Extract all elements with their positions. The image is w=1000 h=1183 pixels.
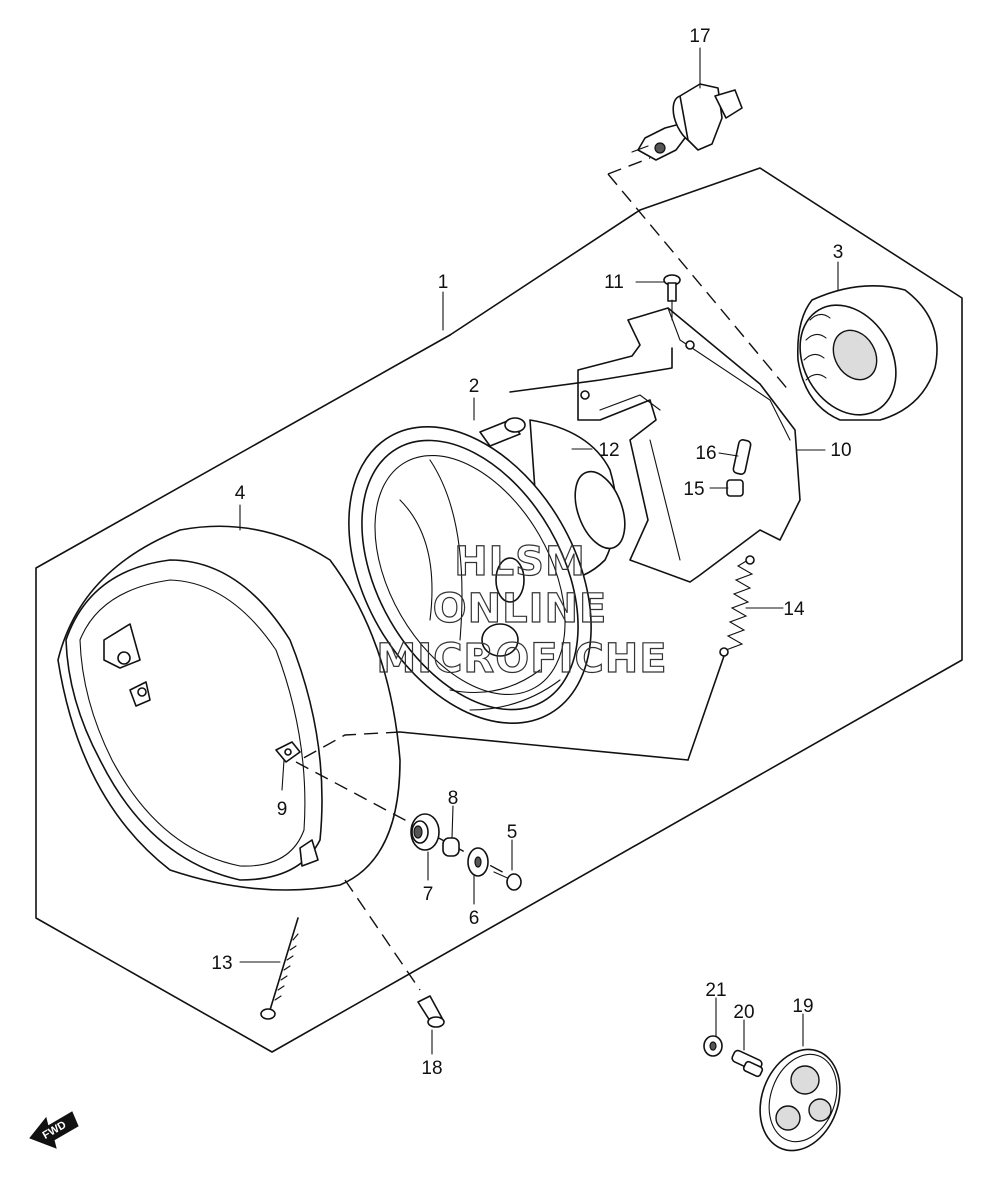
callouts: 17 1 3 11 2 12 10 16 15 4 14 9 8 5 7 6 1… xyxy=(211,26,851,1079)
screw-18-dash xyxy=(344,879,421,991)
long-screw[interactable] xyxy=(260,917,299,1020)
bulb-socket-dash xyxy=(607,173,791,393)
callout-14: 14 xyxy=(783,599,805,620)
callout-1: 1 xyxy=(438,272,449,293)
callout-5: 5 xyxy=(507,822,518,843)
watermark-line-3: MICROFICHE xyxy=(376,636,667,682)
leader-lines xyxy=(239,47,839,1055)
callout-11: 11 xyxy=(604,272,624,293)
assembly-frame xyxy=(35,167,963,1053)
callout-15: 15 xyxy=(683,479,704,500)
mount-screw[interactable] xyxy=(417,995,445,1028)
collar[interactable] xyxy=(442,837,460,857)
callout-7: 7 xyxy=(423,884,434,905)
callout-21: 21 xyxy=(705,980,726,1001)
adjusting-spring[interactable] xyxy=(719,555,755,657)
bulb-leader-dash xyxy=(607,157,651,175)
watermark-line-2: ONLINE xyxy=(433,586,608,632)
callout-9: 9 xyxy=(277,799,288,820)
unit-leader xyxy=(509,347,673,393)
housing-screw[interactable] xyxy=(493,871,522,891)
watermark: HLSM ONLINE MICROFICHE xyxy=(376,538,667,682)
fwd-arrow-icon: FWD xyxy=(29,1111,79,1149)
bracket-screw[interactable] xyxy=(663,274,681,302)
washer[interactable] xyxy=(467,847,489,877)
spring-leader-2 xyxy=(399,731,689,761)
spacer-15[interactable] xyxy=(726,479,744,497)
callout-13: 13 xyxy=(211,953,232,974)
callout-8: 8 xyxy=(448,788,459,809)
callout-18: 18 xyxy=(421,1058,442,1079)
callout-16: 16 xyxy=(695,443,716,464)
headlight-housing[interactable] xyxy=(57,525,401,891)
callout-17: 17 xyxy=(689,26,710,47)
spring-leader xyxy=(687,655,725,761)
headlight-unit[interactable] xyxy=(299,384,641,766)
callout-2: 2 xyxy=(469,376,480,397)
callout-10: 10 xyxy=(830,440,851,461)
reflector-bolt[interactable] xyxy=(731,1049,764,1078)
reflector[interactable] xyxy=(747,1038,854,1162)
callout-19: 19 xyxy=(792,996,813,1017)
callout-4: 4 xyxy=(235,483,246,504)
callout-20: 20 xyxy=(733,1002,754,1023)
socket-cover[interactable] xyxy=(781,285,938,432)
reflector-washer[interactable] xyxy=(703,1035,723,1057)
callout-12: 12 xyxy=(598,440,619,461)
mounting-bracket[interactable] xyxy=(577,307,801,583)
mount-dash-upper xyxy=(299,731,401,761)
callout-3: 3 xyxy=(833,242,844,263)
headlight-bulb[interactable] xyxy=(631,69,743,161)
rubber-grommet[interactable] xyxy=(410,813,440,851)
callout-6: 6 xyxy=(469,908,480,929)
watermark-line-1: HLSM xyxy=(454,539,586,585)
